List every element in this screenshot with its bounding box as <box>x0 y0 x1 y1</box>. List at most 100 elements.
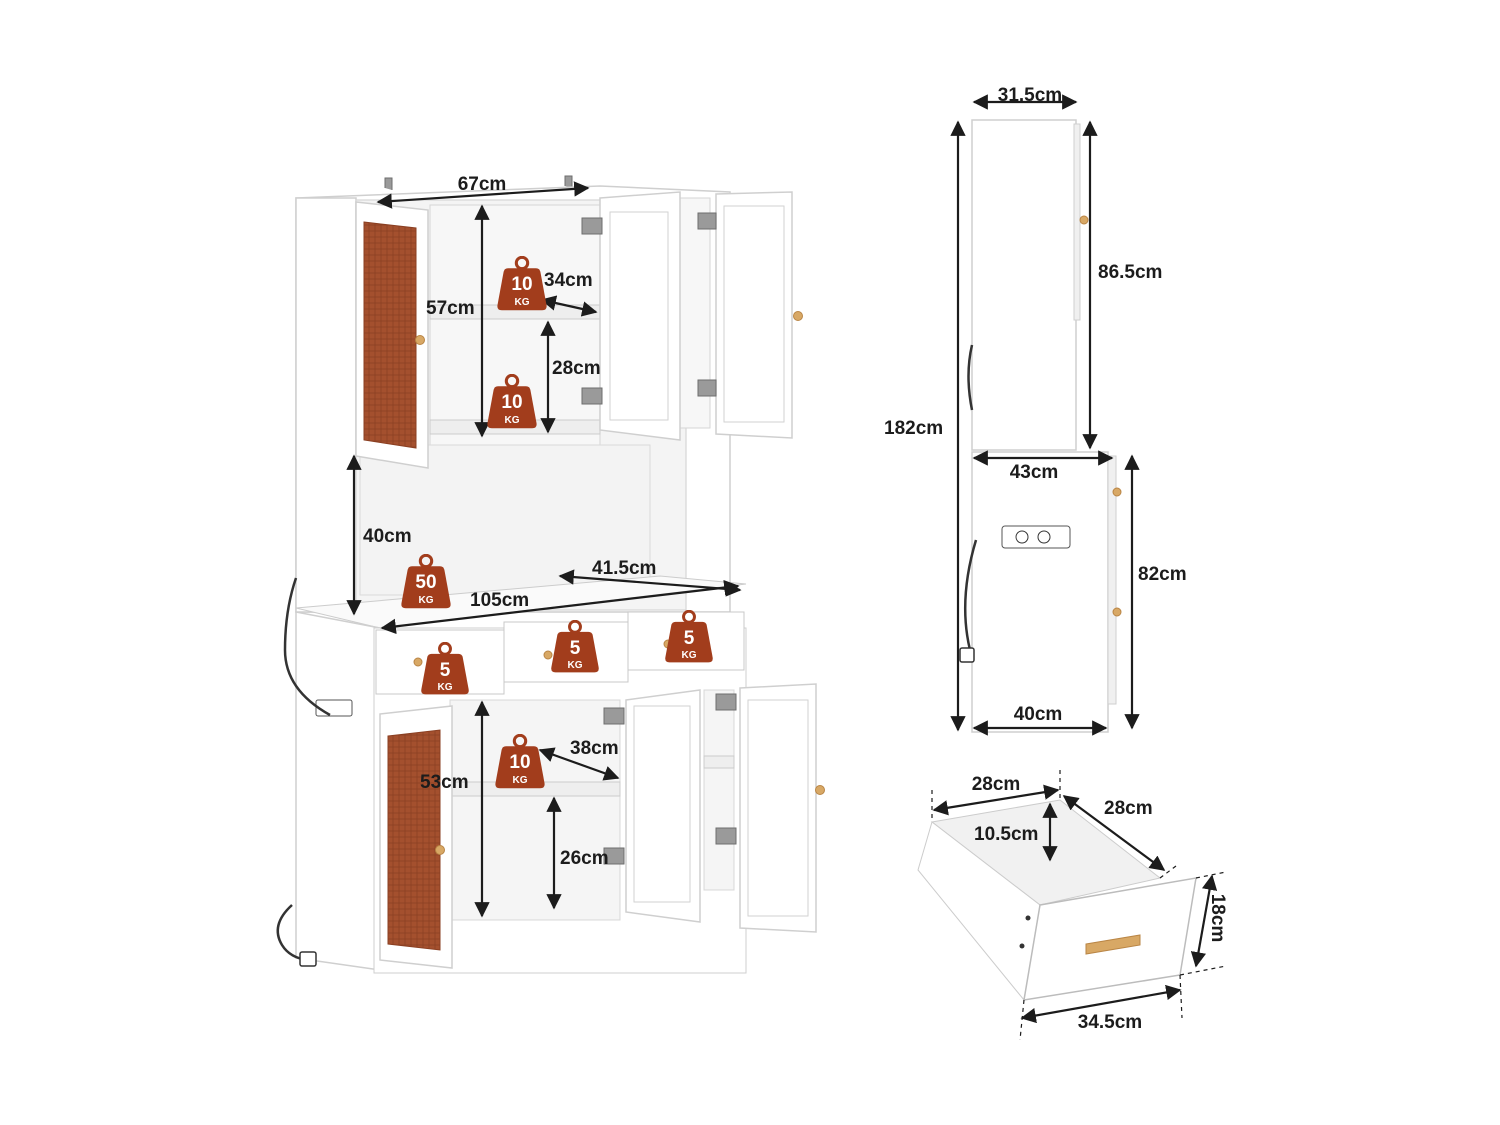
dim-arrow-upper-shelf-depth <box>540 295 598 317</box>
socket-icon <box>1037 530 1051 544</box>
weight-unit: KG <box>513 775 528 786</box>
dim-arrow-total-width <box>380 579 740 635</box>
door-frame-detail <box>747 699 809 917</box>
dim-total-width: 105cm <box>470 590 529 611</box>
power-cable-lower <box>276 904 309 962</box>
door-knob-icon <box>1079 215 1089 225</box>
dim-upper-shelf-gap: 28cm <box>552 358 601 379</box>
lower-right-interior <box>703 689 735 891</box>
dim-lower-shelf-depth: 38cm <box>570 738 619 759</box>
hinge-icon <box>697 379 717 397</box>
dim-drawer-front-height: 18cm <box>1207 894 1228 943</box>
weight-value: 10 <box>511 274 532 295</box>
upper-right-door <box>715 191 793 439</box>
power-plug-icon <box>299 951 317 967</box>
base-left-side <box>295 611 381 971</box>
drawer-view: 28cm 28cm 10.5cm 18cm 34.5cm <box>917 770 1228 1041</box>
drawer-knob-icon <box>543 650 553 660</box>
weight-badge-icon: 10 KG <box>493 734 547 790</box>
dim-drawer-inner-height: 10.5cm <box>974 824 1038 845</box>
rattan-panel-upper <box>363 221 417 449</box>
dim-upper-shelf-depth: 34cm <box>544 270 593 291</box>
dim-arrow-lower-shelf-depth <box>538 747 620 781</box>
hinge-icon <box>603 847 625 865</box>
drawer-knob-icon <box>413 657 423 667</box>
weight-unit: KG <box>505 415 520 426</box>
guide-line <box>1179 974 1183 1019</box>
side-base-panel <box>971 451 1109 733</box>
drawer-handle-icon <box>1085 934 1141 955</box>
side-upper-panel <box>971 119 1077 451</box>
power-outlet-icon <box>315 699 353 717</box>
dim-side-base-depth-bottom: 40cm <box>1014 704 1063 725</box>
dim-side-base-height: 82cm <box>1138 564 1187 585</box>
guide-line <box>1019 999 1025 1041</box>
door-frame-detail <box>609 211 669 421</box>
door-knob-icon <box>435 845 445 855</box>
weight-value: 10 <box>509 752 530 773</box>
dim-arrow-drawer-inner-width <box>932 784 1060 816</box>
weight-unit: KG <box>438 682 453 693</box>
drawer-screw <box>1025 915 1031 921</box>
door-knob-icon <box>415 335 425 345</box>
hinge-icon <box>715 693 737 711</box>
weight-value: 5 <box>570 638 581 659</box>
dim-counter-depth: 41.5cm <box>592 558 656 579</box>
hinge-icon <box>697 212 717 230</box>
guide-line <box>1195 871 1227 879</box>
weight-value: 10 <box>501 392 522 413</box>
dim-lower-shelf-gap: 26cm <box>560 848 609 869</box>
weight-unit: KG <box>682 650 697 661</box>
hinge-icon <box>581 217 603 235</box>
lower-cabinet-interior <box>449 699 621 921</box>
hinge-icon <box>603 707 625 725</box>
door-frame-detail <box>633 705 691 903</box>
weight-value: 5 <box>440 660 451 681</box>
door-knob-icon <box>815 785 825 795</box>
dim-top-width: 67cm <box>458 174 507 195</box>
weight-unit: KG <box>568 660 583 671</box>
dim-drawer-front-width: 34.5cm <box>1078 1012 1142 1033</box>
weight-badge-icon: 10 KG <box>485 374 539 430</box>
weight-badge-icon: 5 KG <box>663 610 715 664</box>
weight-badge-icon: 10 KG <box>495 256 549 312</box>
drawer-knob-icon <box>1112 487 1122 497</box>
lower-right-door <box>739 683 817 933</box>
dim-lower-height: 53cm <box>420 772 469 793</box>
weight-value: 5 <box>684 628 695 649</box>
dim-drawer-inner-depth: 28cm <box>1104 798 1153 819</box>
hinge-icon <box>715 827 737 845</box>
dim-side-top-depth: 31.5cm <box>998 85 1062 106</box>
side-cable-upper <box>967 344 974 411</box>
weight-badge-icon: 50 KG <box>399 554 453 610</box>
dim-side-base-depth-top: 43cm <box>1010 462 1059 483</box>
power-outlet-icon <box>1001 525 1071 549</box>
dim-total-height: 182cm <box>884 418 943 439</box>
side-door-edge <box>1073 123 1081 321</box>
dim-open-height: 40cm <box>363 526 412 547</box>
power-cable-upper <box>283 577 331 717</box>
door-knob-icon <box>1112 607 1122 617</box>
door-frame-detail <box>723 205 785 423</box>
socket-icon <box>1015 530 1029 544</box>
side-view: 31.5cm 86.5cm 182cm 43cm 82cm 40cm <box>884 85 1187 736</box>
dim-arrow-drawer-front-width <box>1020 984 1182 1024</box>
dim-drawer-inner-width: 28cm <box>972 774 1021 795</box>
weight-unit: KG <box>419 595 434 606</box>
guide-line <box>1179 965 1227 976</box>
hutch-left-side <box>295 197 357 613</box>
weight-value: 50 <box>415 572 436 593</box>
upper-middle-door <box>599 191 681 441</box>
door-knob-icon <box>793 311 803 321</box>
rattan-panel-lower <box>387 729 441 951</box>
drawer-screw <box>1019 943 1025 949</box>
weight-badge-icon: 5 KG <box>549 620 601 674</box>
dim-arrow-drawer-front-height <box>1190 874 1218 968</box>
power-plug-icon <box>959 647 975 663</box>
wall-hook-right <box>564 175 573 188</box>
lower-right-shelf <box>703 755 735 769</box>
hinge-icon <box>581 387 603 405</box>
dim-arrow-drawer-inner-depth <box>1062 795 1166 871</box>
lower-middle-door <box>625 689 701 923</box>
